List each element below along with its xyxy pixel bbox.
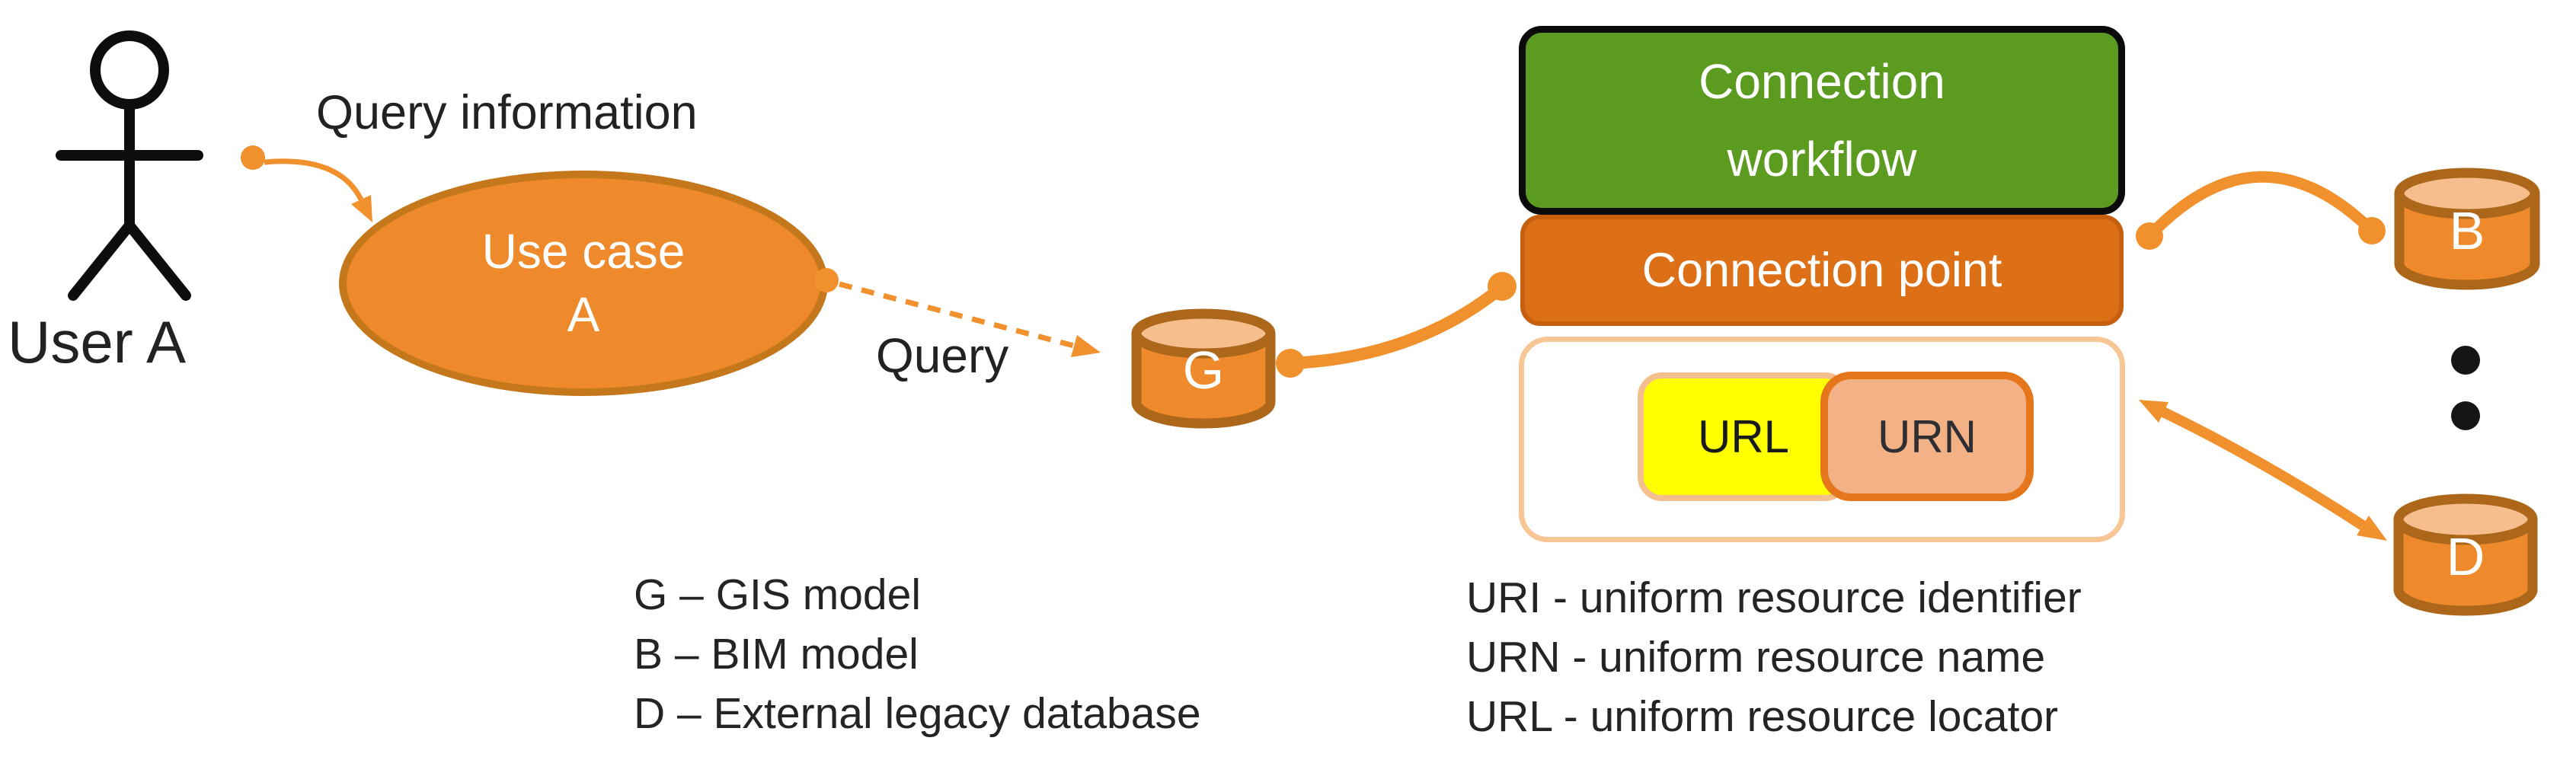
- connector-connection-point-to-b: [2136, 171, 2386, 250]
- database-icon: [2393, 493, 2538, 616]
- arrow-uri-to-d: [2139, 400, 2387, 541]
- connection-point-box: Connection point: [1520, 215, 2124, 326]
- use-case-ellipse: Use case A: [339, 171, 828, 396]
- database-icon: [2394, 168, 2540, 290]
- cylinder-b-label: B: [2449, 201, 2485, 261]
- connection-workflow-line1: Connection: [1699, 53, 1945, 109]
- user-a-label: User A: [8, 308, 187, 375]
- use-case-letter: A: [567, 287, 600, 342]
- database-icon: [1131, 308, 1276, 429]
- cylinder-d-label: D: [2446, 527, 2485, 587]
- use-case-title: Use case: [481, 223, 686, 279]
- legend-item-urn: URN - uniform resource name: [1466, 633, 2046, 682]
- legend-models: G – GIS model B – BIM model D – External…: [634, 565, 1201, 743]
- connection-point-label: Connection point: [1641, 244, 2002, 297]
- query-information-label: Query information: [316, 86, 698, 139]
- url-label: URL: [1697, 411, 1790, 462]
- urn-label: URN: [1878, 410, 1977, 462]
- legend-item-uri: URI - uniform resource identifier: [1466, 573, 2082, 622]
- urn-box: URN: [1820, 372, 2034, 501]
- legend-uri: URI - uniform resource identifier URN - …: [1466, 568, 2082, 746]
- database-cylinder-b: B: [2392, 164, 2542, 292]
- query-label: Query: [876, 328, 1009, 383]
- database-cylinder-d: D: [2391, 490, 2540, 618]
- connector-g-to-connection-point: [1276, 272, 1517, 378]
- connection-workflow-line2: workflow: [1727, 132, 1917, 187]
- legend-item-b: B – BIM model: [634, 630, 919, 679]
- arrow-user-to-usecase: [241, 145, 372, 222]
- ellipsis-dots: [2451, 346, 2480, 430]
- legend-item-url: URL - uniform resource locator: [1466, 692, 2059, 741]
- database-cylinder-g: G: [1129, 306, 1278, 430]
- cylinder-g-label: G: [1182, 340, 1225, 401]
- user-actor-icon: [56, 30, 203, 301]
- legend-item-d: D – External legacy database: [634, 689, 1201, 738]
- url-box: URL: [1638, 372, 1849, 501]
- connection-workflow-box: Connection workflow: [1519, 26, 2125, 215]
- legend-item-g: G – GIS model: [634, 570, 921, 619]
